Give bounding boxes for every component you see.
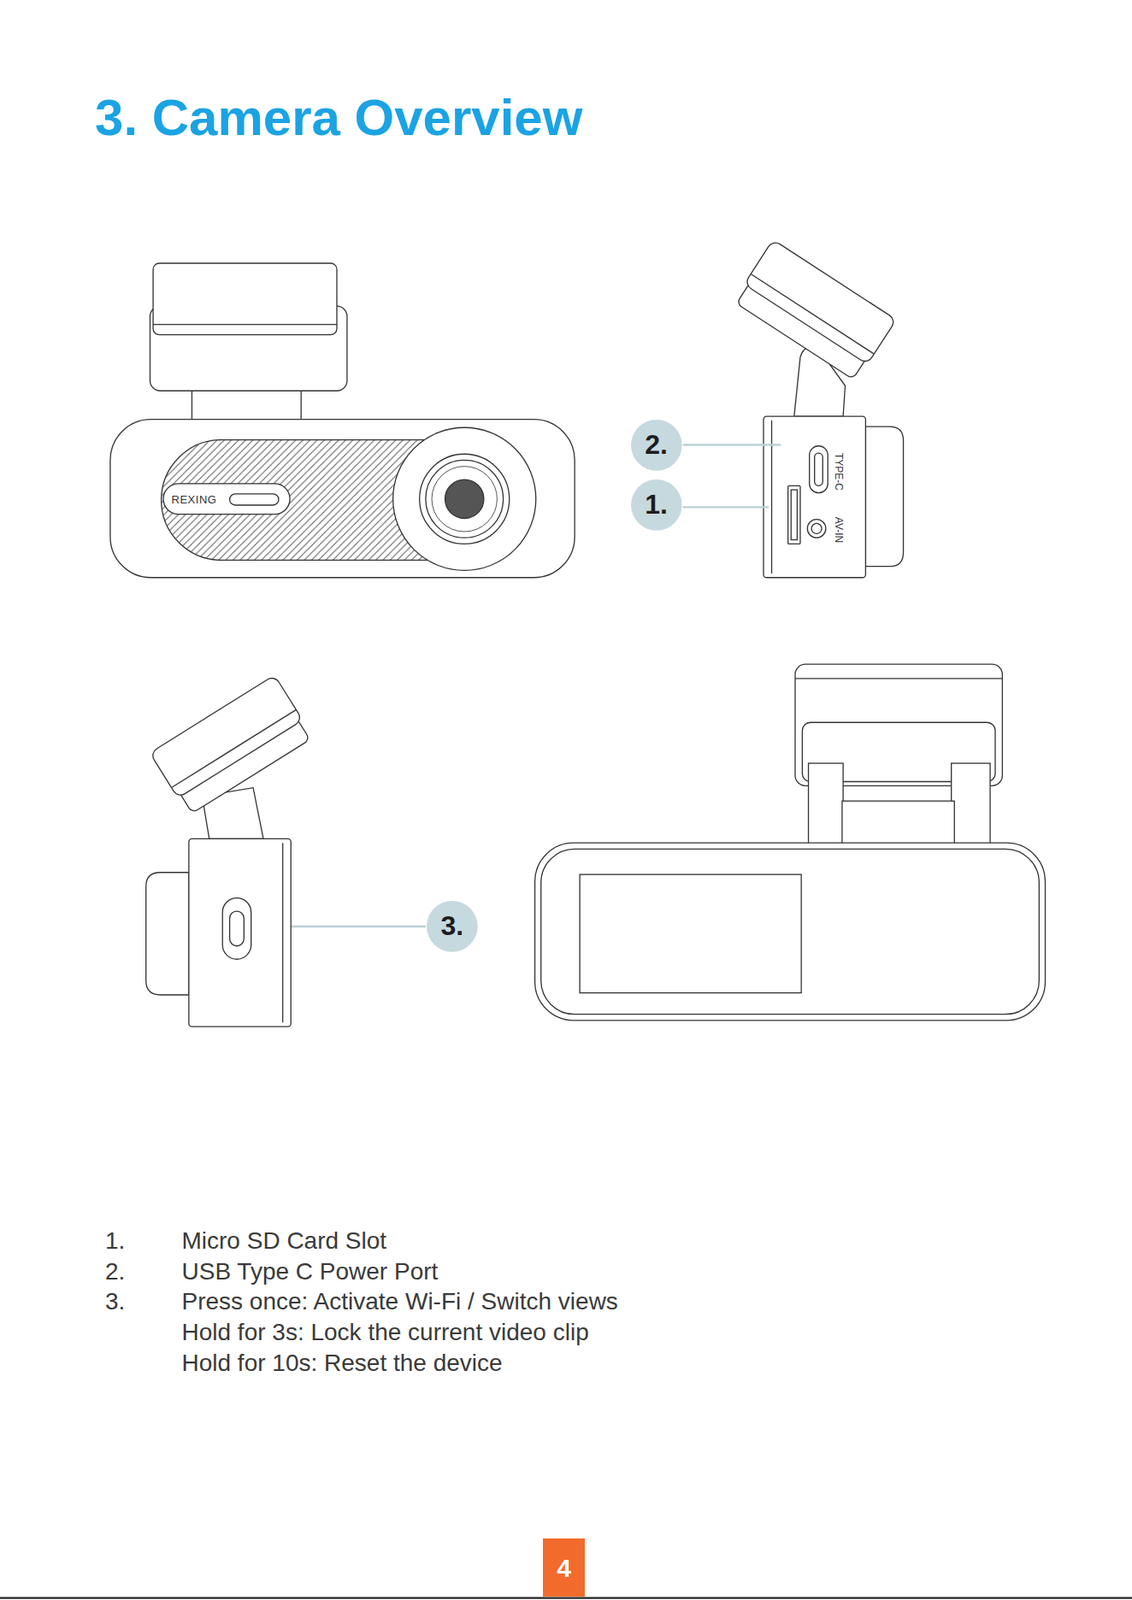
side-edge [282,843,283,1023]
logo-pill [229,494,279,506]
lens-barrel [865,426,903,567]
sd-slot-inner [790,489,797,540]
lens-ring [419,453,510,544]
mount-leg [951,763,991,848]
leader-line [273,925,426,928]
mount-edge [171,709,297,788]
callout-circle-fill [630,479,683,531]
camera-side [188,838,291,1027]
usb-c-inner [814,453,824,486]
mount-tilted [149,675,313,816]
camera-body [110,419,575,578]
side-view-ports [732,239,903,578]
mount-edge [153,324,337,325]
page-title: 3. Camera Overview [94,88,583,148]
part-name: USB Type C Power Port [182,1257,439,1286]
button-function: Hold for 3s: Lock the current video clip [182,1319,590,1347]
screen [579,874,802,993]
lens-barrel [146,872,189,996]
mount-stem [191,390,301,421]
list-number: 3. [105,1288,125,1316]
lens-ring [425,459,504,538]
brand-logo: REXING [171,494,218,508]
mount-plate [743,239,897,365]
camera-body-inner [541,849,1040,1015]
button [222,898,251,961]
mount-plate [153,263,337,336]
callout-circle: 3. [426,901,478,953]
camera-body [535,843,1046,1021]
button-function: Press once: Activate Wi-Fi / Switch view… [182,1288,619,1316]
part-name: Micro SD Card Slot [182,1227,388,1256]
mount-edge [750,274,874,355]
mount-leg [808,763,844,848]
callout-circle-fill [630,419,683,472]
av-in-inner [811,523,822,534]
callout-circle: 1. [630,479,683,531]
mount-stem [842,801,955,848]
page-number-box: 4 [542,1538,585,1598]
lens-ring [431,466,497,532]
page-bottom-rule [0,1597,1132,1599]
front-view [110,263,575,578]
lens-glass [445,479,484,519]
button-function: Hold for 10s: Reset the device [182,1350,503,1378]
side-edge [771,420,773,574]
callout-number: 3. [441,911,465,942]
lens-ring [393,427,537,571]
page-number: 4 [556,1554,572,1583]
mount-tilted [732,239,897,382]
usb-c-port [809,446,828,494]
leader-line [683,506,769,508]
callout-circle-fill [426,901,478,953]
sd-slot [788,485,801,544]
list-number: 1. [105,1227,125,1256]
leader-line [683,443,782,446]
port-label: TYPE-C [831,453,844,491]
callout-number: 1. [644,489,668,520]
callout-number: 2. [644,430,668,460]
logo-plate [163,483,290,515]
av-in-jack [807,519,826,538]
mount-edge [795,678,1003,679]
mount-plate [149,675,303,799]
callout-circle: 2. [630,419,683,472]
camera-side [763,416,866,578]
port-label: AV-IN [831,516,844,543]
list-number: 2. [105,1257,125,1286]
side-view-button [146,675,314,1027]
rear-view [535,664,1046,1021]
button-inner [229,911,245,947]
